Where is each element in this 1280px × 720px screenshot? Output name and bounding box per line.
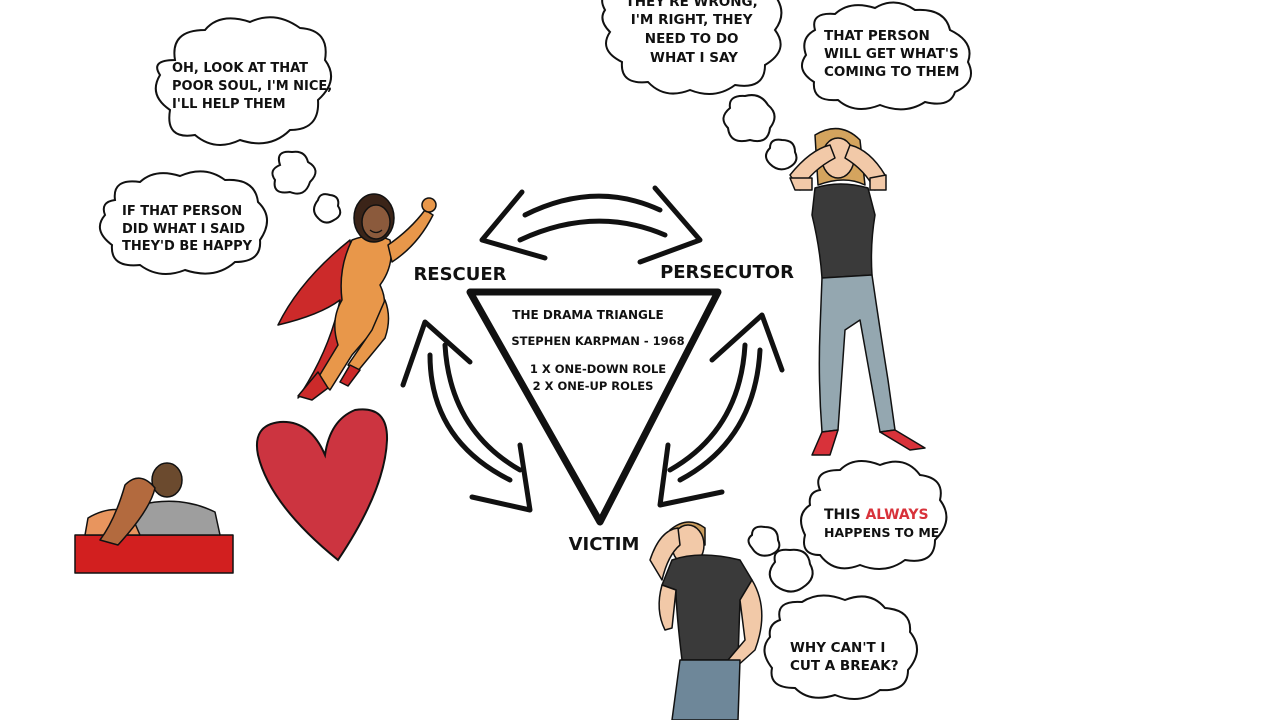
svg-text:THEY'RE WRONG, I'M RIGHT: THEY'RE WRONG, I'M RIGHT, THEY NEED TO D… xyxy=(626,0,763,66)
victim-man-illustration xyxy=(649,521,763,720)
role-label-rescuer: RESCUER xyxy=(413,264,506,285)
rescuer-thought-1-line-1: OH, LOOK AT THAT xyxy=(172,61,308,76)
victim-thought-1-pre: THIS xyxy=(824,507,865,523)
role-label-persecutor: PERSECUTOR xyxy=(660,262,794,283)
arrow-rescuer-victim xyxy=(400,319,533,513)
thought-bubble-rescuer-1: OH, LOOK AT THAT POOR SOUL, I'M NICE, I'… xyxy=(154,16,342,224)
persecutor-thought-1-line-1: THEY'RE WRONG, xyxy=(626,0,758,10)
victim-thought-1-highlight: ALWAYS xyxy=(865,507,928,523)
persecutor-thought-1-line-3: NEED TO DO xyxy=(645,31,739,47)
thought-bubble-victim-2: WHY CAN'T I CUT A BREAK? xyxy=(763,594,918,700)
triangle-line-one-up: 2 X ONE-UP ROLES xyxy=(533,379,654,393)
heart-illustration xyxy=(256,408,389,562)
svg-text:WHY CAN'T I CUT A BREAK?: WHY CAN'T I CUT A BREAK? xyxy=(790,640,899,674)
thought-bubble-persecutor-1: THEY'RE WRONG, I'M RIGHT, THEY NEED TO D… xyxy=(601,0,798,171)
thought-bubble-rescuer-2: IF THAT PERSON DID WHAT I SAID THEY'D BE… xyxy=(98,170,268,275)
rescuer-thought-1-line-2: POOR SOUL, I'M NICE, xyxy=(172,79,332,94)
rescuer-thought-2-line-2: DID WHAT I SAID xyxy=(122,222,245,237)
persecutor-thought-1-line-4: WHAT I SAY xyxy=(650,50,738,66)
thought-bubble-victim-1: THIS ALWAYS HAPPENS TO ME xyxy=(747,460,948,593)
drama-triangle xyxy=(466,288,722,526)
triangle-center-text: THE DRAMA TRIANGLE STEPHEN KARPMAN - 196… xyxy=(511,308,684,393)
rescuer-superhero-illustration xyxy=(277,193,437,401)
persecutor-thought-1-line-2: I'M RIGHT, THEY xyxy=(631,12,753,28)
persecutor-thought-2-line-3: COMING TO THEM xyxy=(824,64,959,80)
rescuer-thought-2-line-1: IF THAT PERSON xyxy=(122,204,242,219)
triangle-author: STEPHEN KARPMAN - 1968 xyxy=(511,334,684,348)
persecutor-thought-2-line-1: THAT PERSON xyxy=(824,28,930,44)
role-label-victim: VICTIM xyxy=(569,534,640,555)
rescuer-thought-2-line-3: THEY'D BE HAPPY xyxy=(122,239,253,254)
couple-on-couch-illustration xyxy=(74,462,234,574)
svg-text:THAT PERSON WILL GET WHA: THAT PERSON WILL GET WHAT'S COMING TO TH… xyxy=(824,28,963,80)
victim-thought-2-line-1: WHY CAN'T I xyxy=(790,640,885,656)
persecutor-thought-2-line-2: WILL GET WHAT'S xyxy=(824,46,959,62)
persecutor-woman-illustration xyxy=(789,127,926,456)
svg-text:OH, LOOK AT THAT POOR SO: OH, LOOK AT THAT POOR SOUL, I'M NICE, I'… xyxy=(172,61,337,112)
svg-text:IF THAT PERSON DID WHAT: IF THAT PERSON DID WHAT I SAID THEY'D BE… xyxy=(122,204,253,254)
victim-thought-2-line-2: CUT A BREAK? xyxy=(790,658,899,674)
triangle-line-one-down: 1 X ONE-DOWN ROLE xyxy=(530,362,666,376)
triangle-title: THE DRAMA TRIANGLE xyxy=(512,308,663,322)
rescuer-thought-1-line-3: I'LL HELP THEM xyxy=(172,97,286,112)
arrow-rescuer-persecutor xyxy=(479,185,703,265)
arrow-persecutor-victim xyxy=(657,312,785,508)
svg-text:THIS ALWAYS: THIS ALWAYS xyxy=(824,507,929,523)
victim-thought-1-line-2: HAPPENS TO ME xyxy=(824,525,939,540)
thought-bubble-persecutor-2: THAT PERSON WILL GET WHAT'S COMING TO TH… xyxy=(800,1,972,111)
